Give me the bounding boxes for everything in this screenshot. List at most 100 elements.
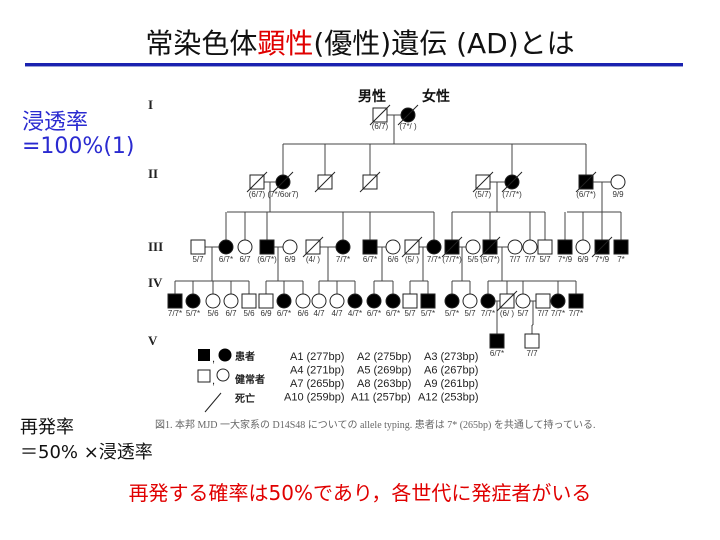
penetrance-value: =100%(1) xyxy=(22,134,135,159)
genotype-label: 7/7* xyxy=(336,255,350,264)
genotype-label: 4/7* xyxy=(348,309,362,318)
generation-label: IV xyxy=(148,275,163,290)
allele-entry: A1 (277bp) xyxy=(290,351,344,363)
allele-entry: A10 (259bp) xyxy=(284,392,345,404)
deceased-slash xyxy=(501,171,523,193)
genotype-label: (7/7*) xyxy=(442,255,462,264)
deceased-slash xyxy=(359,171,381,193)
female-unaffected-symbol xyxy=(610,174,626,190)
legend-affected-label: 患者 xyxy=(235,350,255,363)
allele-entry: A3 (273bp) xyxy=(424,351,478,363)
genotype-label: (6/7) xyxy=(372,122,389,131)
genotype-label: 5/5 xyxy=(467,255,479,264)
genotype-label: 6/7* xyxy=(386,309,400,318)
genotype-label: 9/9 xyxy=(612,190,624,199)
deceased-slash xyxy=(591,236,613,258)
genotype-label: 5/6 xyxy=(243,309,255,318)
genotype-label: (6/ ) xyxy=(500,309,515,318)
male-unaffected-symbol xyxy=(241,293,257,309)
conclusion-text: 再発する確率は50%であり，各世代に発症者がいる xyxy=(128,481,592,505)
generation-label: I xyxy=(148,97,153,112)
female-unaffected-symbol xyxy=(205,293,221,309)
deceased-slash xyxy=(397,104,419,126)
genotype-label: (7/7*) xyxy=(502,190,522,199)
genotype-label: 5/7 xyxy=(517,309,529,318)
recurrence-formula: ＝50% ×浸透率 xyxy=(20,442,153,463)
allele-entry: A8 (263bp) xyxy=(357,378,411,390)
female-unaffected-symbol xyxy=(385,239,401,255)
figure-caption: 図1. 本邦 MJD 一大家系の D14S48 についての allele typ… xyxy=(155,418,596,431)
genotype-label: 5/7* xyxy=(445,309,459,318)
genotype-label: 7/7 xyxy=(524,255,536,264)
legend-separator: , xyxy=(212,375,215,387)
genotype-label: 7/7 xyxy=(537,309,549,318)
genotype-label: 6/7* xyxy=(490,349,504,358)
legend-affected-male-icon xyxy=(198,349,210,361)
female-unaffected-symbol xyxy=(237,239,253,255)
genotype-label: (7*/6or7) xyxy=(267,190,298,199)
female-unaffected-symbol xyxy=(223,293,239,309)
genotype-label: 6/9 xyxy=(284,255,296,264)
female-affected-symbol xyxy=(276,293,292,309)
slide-title: 常染色体顕性(優性)遺伝 (AD)とは xyxy=(0,22,720,62)
deceased-slash xyxy=(246,171,268,193)
male-unaffected-symbol xyxy=(402,293,418,309)
genotype-label: (5/ ) xyxy=(405,255,420,264)
deceased-slash xyxy=(401,236,423,258)
female-unaffected-symbol xyxy=(282,239,298,255)
female-affected-symbol xyxy=(335,239,351,255)
female-unaffected-symbol xyxy=(311,293,327,309)
genotype-label: 6/7 xyxy=(239,255,251,264)
genotype-label: 6/7 xyxy=(225,309,237,318)
genotype-label: 4/7 xyxy=(313,309,325,318)
male-affected-symbol xyxy=(259,239,275,255)
female-affected-symbol xyxy=(480,293,496,309)
genotype-label: 7* xyxy=(617,255,625,264)
female-affected-symbol xyxy=(185,293,201,309)
genotype-label: 5/7 xyxy=(404,309,416,318)
genotype-label: (5/7*) xyxy=(480,255,500,264)
genotype-label: 7/7* xyxy=(168,309,182,318)
allele-entry: A4 (271bp) xyxy=(290,365,344,377)
deceased-slash xyxy=(496,290,518,312)
genotype-label: 5/7 xyxy=(192,255,204,264)
genotype-label: 7*/9 xyxy=(595,255,610,264)
genotype-label: 7/7* xyxy=(569,309,583,318)
male-unaffected-symbol xyxy=(190,239,206,255)
allele-entry: A5 (269bp) xyxy=(357,365,411,377)
allele-entry: A6 (267bp) xyxy=(424,365,478,377)
female-affected-symbol xyxy=(550,293,566,309)
female-affected-symbol xyxy=(444,293,460,309)
deceased-slash xyxy=(479,236,501,258)
female-affected-symbol xyxy=(385,293,401,309)
title-part: 常染色体 xyxy=(145,27,258,60)
title-part: (優性)遺伝 (AD)とは xyxy=(313,27,575,60)
deceased-slash xyxy=(472,171,494,193)
deceased-slash xyxy=(441,236,463,258)
deceased-slash xyxy=(314,171,336,193)
genotype-label: 5/7* xyxy=(421,309,435,318)
allele-entry: A12 (253bp) xyxy=(418,392,479,404)
male-unaffected-symbol xyxy=(524,333,540,349)
genotype-label: 6/6 xyxy=(387,255,399,264)
male-affected-symbol xyxy=(167,293,183,309)
genotype-label: 7*/9 xyxy=(558,255,573,264)
female-unaffected-symbol xyxy=(507,239,523,255)
genotype-label: (6/7*) xyxy=(576,190,596,199)
genotype-label: 5/7 xyxy=(464,309,476,318)
generation-label: II xyxy=(148,166,158,181)
male-unaffected-symbol xyxy=(258,293,274,309)
allele-entry: A9 (261bp) xyxy=(424,378,478,390)
genotype-label: (6/7*) xyxy=(257,255,277,264)
genotype-label: 5/7* xyxy=(186,309,200,318)
genotype-label: 6/9 xyxy=(577,255,589,264)
female-affected-symbol xyxy=(218,239,234,255)
female-unaffected-symbol xyxy=(462,293,478,309)
genotype-label: (5/7) xyxy=(475,190,492,199)
legend-deceased-label: 死亡 xyxy=(235,392,255,405)
genotype-label: 6/7* xyxy=(363,255,377,264)
allele-entry: A2 (275bp) xyxy=(357,351,411,363)
female-unaffected-symbol xyxy=(575,239,591,255)
deceased-slash xyxy=(302,236,324,258)
